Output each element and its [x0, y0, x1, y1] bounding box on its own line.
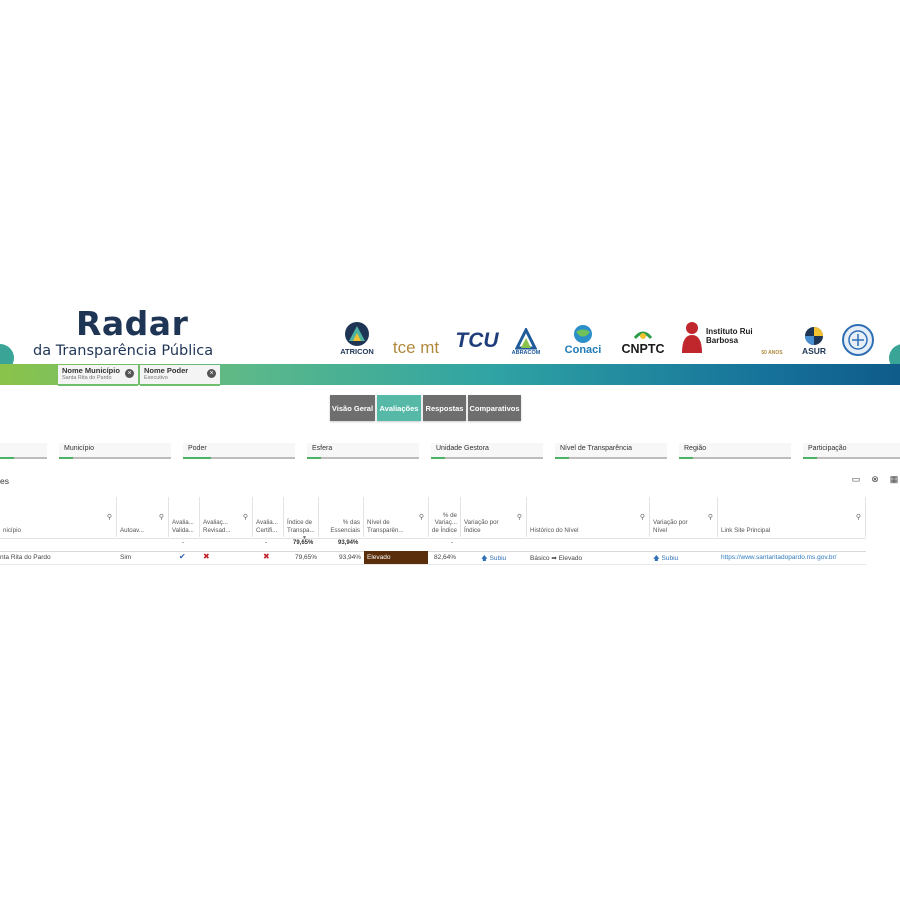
active-filter-poder[interactable]: Nome Poder Executivo × — [140, 365, 220, 386]
tce-mt-logo: tce mt — [392, 338, 440, 357]
decor-arc-right — [889, 344, 900, 372]
arrow-up-icon: 🡅 — [481, 555, 488, 562]
cell-indice: 79,65% — [295, 554, 318, 561]
nivel-badge: Elevado — [364, 551, 428, 564]
asur-icon — [805, 327, 823, 345]
atricon-icon — [345, 322, 369, 346]
col-header-variacao-indice-pct[interactable]: % de Variaç... de Índice — [429, 497, 461, 537]
summary-certificada: - — [265, 540, 267, 546]
cell-variacao-nivel: 🡅 Subiu — [653, 555, 679, 562]
col-header-avaliacao-validada[interactable]: Avalia... Valida... — [169, 497, 200, 537]
search-icon[interactable]: ⚲ — [639, 514, 645, 521]
col-header-indice[interactable]: Índice de Transpa... — [284, 497, 319, 537]
tab-visao-geral[interactable]: Visão Geral — [330, 395, 375, 421]
search-icon[interactable]: ⚲ — [418, 514, 424, 521]
flag-icon — [633, 331, 653, 339]
col-header-avaliacao-revisada[interactable]: Avaliaç... Revisad... ⚲ — [200, 497, 253, 537]
site-link[interactable]: https://www.santaritadopardo.ms.gov.br/ — [721, 554, 837, 561]
col-header-essenciais[interactable]: % das Essenciais — [319, 497, 364, 537]
cross-icon: ✖ — [203, 552, 210, 561]
search-icon[interactable]: ⚲ — [707, 514, 713, 521]
summary-essenciais: 93,94% — [338, 540, 359, 546]
summary-validada: - — [182, 540, 184, 546]
active-filter-municipio[interactable]: Nome Município Santa Rita do Pardo × — [58, 365, 138, 386]
col-header-variacao-nivel[interactable]: Variação por Nível ⚲ — [650, 497, 718, 537]
cell-variacao-indice-pct: 82,64% — [434, 554, 457, 561]
filter-unidade-gestora[interactable]: Unidade Gestora — [431, 443, 543, 459]
filter-poder[interactable]: Poder — [183, 443, 295, 459]
col-header-variacao-indice[interactable]: Variação por Índice ⚲ — [461, 497, 527, 537]
table-row[interactable] — [0, 551, 866, 565]
tab-avaliacoes[interactable]: Avaliações — [377, 395, 421, 421]
clear-selection-icon[interactable]: ⊗ — [871, 474, 879, 484]
filter-municipio[interactable]: Município — [59, 443, 171, 459]
tab-comparativos[interactable]: Comparativos — [468, 395, 521, 421]
export-image-icon[interactable]: ▭ — [851, 474, 861, 484]
filter-esfera[interactable]: Esfera — [307, 443, 419, 459]
seal-icon — [842, 324, 874, 356]
atricon-logo: ATRICON — [336, 316, 378, 356]
cell-historico: Básico ➡ Elevado — [530, 555, 583, 562]
cell-essenciais: 93,94% — [339, 554, 362, 561]
summary-variacao-indice: - — [451, 540, 453, 546]
cell-municipio: nta Rita do Pardo — [0, 554, 51, 561]
search-icon[interactable]: ⚲ — [242, 514, 248, 521]
header-gradient-bar — [0, 364, 900, 385]
col-header-nivel[interactable]: Nível de Transparên... ⚲ — [364, 497, 429, 537]
brand-title: Radar — [76, 304, 189, 343]
filter-unnamed[interactable] — [0, 443, 47, 459]
clear-filter-icon[interactable]: × — [207, 369, 216, 378]
abracom-icon — [515, 328, 537, 350]
sort-arrow-icon[interactable]: ▼ — [302, 535, 307, 541]
table-summary-row — [0, 538, 866, 552]
table-view-icon[interactable]: ▦ — [889, 474, 899, 484]
tcu-logo: TCU — [455, 329, 499, 352]
clear-filter-icon[interactable]: × — [125, 369, 134, 378]
search-icon[interactable]: ⚲ — [158, 514, 164, 521]
cross-icon: ✖ — [263, 552, 270, 561]
cell-variacao-indice: 🡅 Subiu — [481, 555, 507, 562]
search-icon[interactable]: ⚲ — [516, 514, 522, 521]
search-icon[interactable]: ⚲ — [855, 514, 861, 521]
col-header-autoavaliacao[interactable]: Autoav... ⚲ — [117, 497, 169, 537]
brand-subtitle: da Transparência Pública — [33, 343, 214, 359]
col-header-link-site[interactable]: Link Site Principal ⚲ — [718, 497, 866, 537]
col-header-avaliacao-certificada[interactable]: Avalia... Certifi... — [253, 497, 284, 537]
tab-respostas[interactable]: Respostas — [423, 395, 466, 421]
col-header-historico-nivel[interactable]: Histórico do Nível ⚲ — [527, 497, 650, 537]
conaci-logo: Conaci — [558, 316, 608, 356]
filter-participacao[interactable]: Participação — [803, 443, 900, 459]
check-icon: ✔ — [179, 552, 186, 561]
arrow-up-icon: 🡅 — [653, 555, 660, 562]
filter-regiao[interactable]: Região — [679, 443, 791, 459]
summary-indice: 79,65% — [293, 540, 314, 546]
table-title: es — [0, 476, 9, 486]
abracom-logo: ABRACOM — [505, 316, 547, 356]
filter-nivel-transparencia[interactable]: Nível de Transparência — [555, 443, 667, 459]
anniversary-logo: 50 ANOS — [761, 350, 783, 356]
cnptc-logo: CNPTC — [617, 316, 669, 356]
col-header-municipio[interactable]: nicípio ⚲ — [0, 497, 117, 537]
irb-logo: Instituto Rui Barbosa — [678, 316, 756, 356]
portrait-icon — [682, 322, 702, 353]
asur-logo: ASUR — [796, 316, 832, 356]
cell-autoavaliacao: Sim — [120, 554, 132, 561]
seal-logo — [840, 316, 876, 356]
search-icon[interactable]: ⚲ — [106, 514, 112, 521]
globe-icon — [574, 325, 592, 343]
